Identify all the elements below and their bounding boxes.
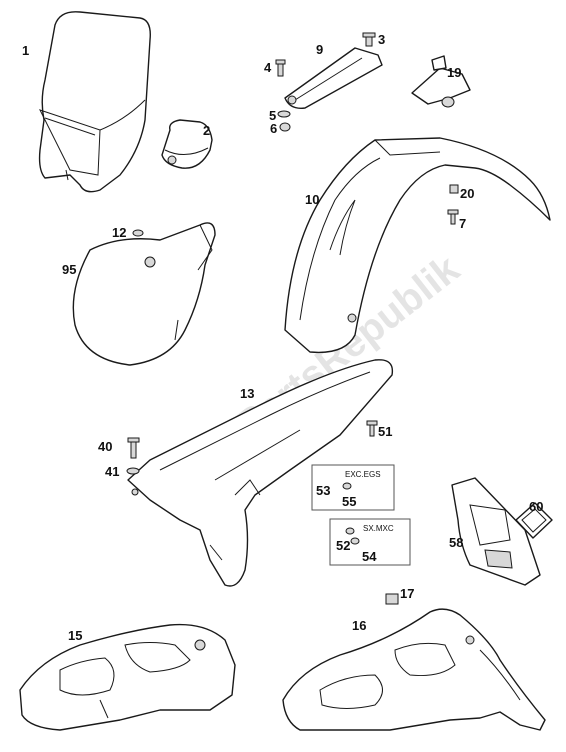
box-sx-caption: SX.MXC — [363, 524, 394, 533]
label-1: 1 — [22, 43, 29, 58]
label-51: 51 — [378, 424, 392, 439]
label-16: 16 — [352, 618, 366, 633]
washer-5 — [277, 110, 291, 118]
box-exc: EXC.EGS — [311, 464, 395, 511]
label-53: 53 — [316, 483, 330, 498]
label-19: 19 — [447, 65, 461, 80]
screw-12 — [132, 229, 144, 237]
headlight-clamp — [161, 119, 213, 169]
bolt-4 — [275, 59, 286, 77]
label-55: 55 — [342, 494, 356, 509]
label-2: 2 — [203, 123, 210, 138]
box-exc-caption: EXC.EGS — [345, 470, 381, 479]
label-10: 10 — [305, 192, 319, 207]
label-15: 15 — [68, 628, 82, 643]
bolt-3 — [362, 32, 376, 47]
screw-51 — [366, 420, 378, 437]
label-3: 3 — [378, 32, 385, 47]
screw-40 — [127, 437, 140, 459]
nut-6 — [279, 122, 291, 132]
label-7: 7 — [459, 216, 466, 231]
washer-41 — [126, 467, 140, 475]
fender-bracket — [284, 47, 383, 109]
label-52: 52 — [336, 538, 350, 553]
label-6: 6 — [270, 121, 277, 136]
label-40: 40 — [98, 439, 112, 454]
fender-holder — [411, 55, 471, 108]
box-sx: SX.MXC — [329, 518, 411, 566]
label-58: 58 — [449, 535, 463, 550]
label-4: 4 — [264, 60, 272, 75]
label-20: 20 — [460, 186, 474, 201]
label-12: 12 — [112, 225, 126, 240]
nut-20 — [449, 184, 459, 194]
front-fender — [284, 137, 551, 354]
label-54: 54 — [362, 549, 377, 564]
nut-17 — [385, 593, 399, 605]
gasket — [515, 502, 553, 539]
label-5: 5 — [269, 108, 276, 123]
label-9: 9 — [316, 42, 323, 57]
label-41: 41 — [105, 464, 119, 479]
rear-fender — [127, 359, 394, 587]
label-60: 60 — [529, 499, 543, 514]
front-fender-variant-16 — [282, 608, 546, 731]
screw-7 — [447, 209, 459, 225]
front-fender-variant-15 — [19, 623, 236, 731]
label-13: 13 — [240, 386, 254, 401]
cover-plate — [451, 477, 541, 586]
number-plate — [72, 222, 216, 366]
label-17: 17 — [400, 586, 414, 601]
label-95: 95 — [62, 262, 76, 277]
headlight-mask — [38, 11, 151, 193]
